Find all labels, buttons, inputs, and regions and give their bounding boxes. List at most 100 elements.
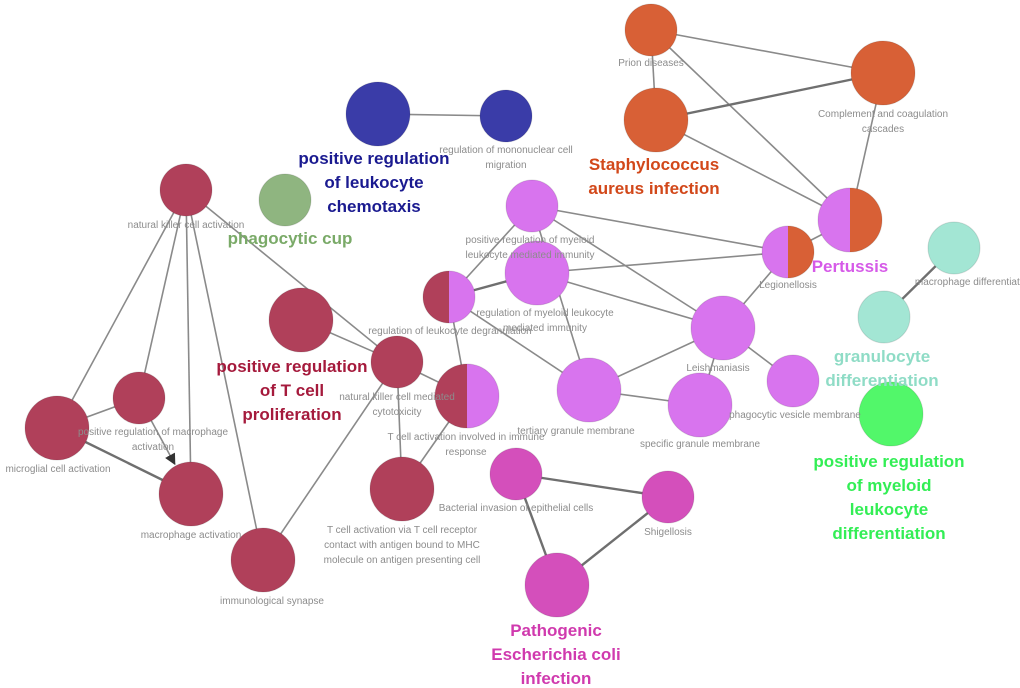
- node-pie-slice[interactable]: [449, 271, 475, 323]
- node-bact_invasion[interactable]: [489, 447, 543, 501]
- node-phago_vesicle[interactable]: [766, 354, 820, 408]
- node-prion[interactable]: [624, 3, 678, 57]
- edge-nk_act-nk_cyto: [185, 189, 398, 363]
- node-specific[interactable]: [667, 372, 733, 438]
- node-pos_t_prolif[interactable]: [268, 287, 334, 353]
- node-label-leishmaniasis: Leishmaniasis: [686, 363, 749, 374]
- node-label-shigellosis: Shigellosis: [644, 527, 692, 538]
- edge-myeloid_imm-leishmaniasis: [536, 272, 724, 329]
- node-pos_mac_act[interactable]: [112, 371, 166, 425]
- node-legionellosis[interactable]: [761, 225, 815, 279]
- node-outline: [434, 363, 500, 429]
- edge-legionellosis-pos_myeloid_imm: [531, 205, 789, 253]
- node-circle[interactable]: [690, 295, 756, 361]
- node-circle[interactable]: [159, 163, 213, 217]
- edge-legionellosis-myeloid_imm: [536, 251, 789, 274]
- node-label-specific: specific granule membrane: [640, 439, 760, 450]
- node-label-mac_diff: macrophage differentiation: [915, 277, 1020, 288]
- node-circle[interactable]: [858, 381, 924, 447]
- node-mac_act[interactable]: [158, 461, 224, 527]
- node-circle[interactable]: [504, 240, 570, 306]
- nodes-layer: [24, 3, 981, 618]
- node-pos_chemo[interactable]: [345, 81, 411, 147]
- node-pie-slice[interactable]: [762, 226, 788, 278]
- node-circle[interactable]: [857, 290, 911, 344]
- node-circle[interactable]: [505, 179, 559, 233]
- node-circle[interactable]: [345, 81, 411, 147]
- node-label-prion: Prion diseases: [618, 58, 684, 69]
- node-pie-slice[interactable]: [435, 364, 467, 428]
- node-circle[interactable]: [489, 447, 543, 501]
- node-mac_diff[interactable]: [927, 221, 981, 275]
- node-circle[interactable]: [268, 287, 334, 353]
- node-pos_myeloid_imm[interactable]: [505, 179, 559, 233]
- node-microglial[interactable]: [24, 395, 90, 461]
- node-granulo_diff[interactable]: [857, 290, 911, 344]
- node-label-leuk_degran: regulation of leukocyte degranulation: [368, 326, 531, 337]
- node-circle[interactable]: [24, 395, 90, 461]
- node-nk_cyto[interactable]: [370, 335, 424, 389]
- node-pie-slice[interactable]: [423, 271, 449, 323]
- edge-nk_act-pos_mac_act: [138, 189, 187, 399]
- node-staph[interactable]: [623, 87, 689, 153]
- node-tcr_contact[interactable]: [369, 456, 435, 522]
- edge-pos_myeloid_imm-leishmaniasis: [531, 205, 724, 329]
- edge-prion-complement: [650, 29, 884, 74]
- node-complement[interactable]: [850, 40, 916, 106]
- node-pie-slice[interactable]: [788, 226, 814, 278]
- node-circle[interactable]: [524, 552, 590, 618]
- node-mono_mig[interactable]: [479, 89, 533, 143]
- node-circle[interactable]: [158, 461, 224, 527]
- node-tertiary[interactable]: [556, 357, 622, 423]
- node-label-immuno_syn: immunological synapse: [220, 596, 324, 607]
- node-pertussis[interactable]: [817, 187, 883, 253]
- node-circle[interactable]: [766, 354, 820, 408]
- group-label-g_pertussis: Pertussis: [812, 257, 889, 276]
- node-shigellosis[interactable]: [641, 470, 695, 524]
- node-circle[interactable]: [850, 40, 916, 106]
- node-pie-slice[interactable]: [467, 364, 499, 428]
- node-leuk_degran[interactable]: [422, 270, 476, 324]
- node-tcell_immune[interactable]: [434, 363, 500, 429]
- node-phago_cup[interactable]: [258, 173, 312, 227]
- node-circle[interactable]: [369, 456, 435, 522]
- edge-staph-complement: [655, 71, 884, 122]
- node-label-nk_act: natural killer cell activation: [128, 220, 245, 231]
- node-immuno_syn[interactable]: [230, 527, 296, 593]
- node-outline: [422, 270, 476, 324]
- node-myeloid_imm[interactable]: [504, 240, 570, 306]
- node-label-mac_act: macrophage activation: [141, 530, 242, 541]
- node-circle[interactable]: [258, 173, 312, 227]
- node-pie-slice[interactable]: [850, 188, 882, 252]
- node-circle[interactable]: [641, 470, 695, 524]
- node-circle[interactable]: [927, 221, 981, 275]
- node-outline: [817, 187, 883, 253]
- node-pos_myeloid_diff[interactable]: [858, 381, 924, 447]
- node-circle[interactable]: [623, 87, 689, 153]
- node-ecoli[interactable]: [524, 552, 590, 618]
- node-circle[interactable]: [370, 335, 424, 389]
- edge-prion-pertussis: [650, 29, 851, 221]
- node-circle[interactable]: [230, 527, 296, 593]
- node-circle[interactable]: [112, 371, 166, 425]
- node-pie-slice[interactable]: [818, 188, 850, 252]
- node-circle[interactable]: [667, 372, 733, 438]
- node-circle[interactable]: [624, 3, 678, 57]
- node-leishmaniasis[interactable]: [690, 295, 756, 361]
- node-nk_act[interactable]: [159, 163, 213, 217]
- node-circle[interactable]: [556, 357, 622, 423]
- node-circle[interactable]: [479, 89, 533, 143]
- group-label-g_phago: phagocytic cup: [228, 229, 353, 248]
